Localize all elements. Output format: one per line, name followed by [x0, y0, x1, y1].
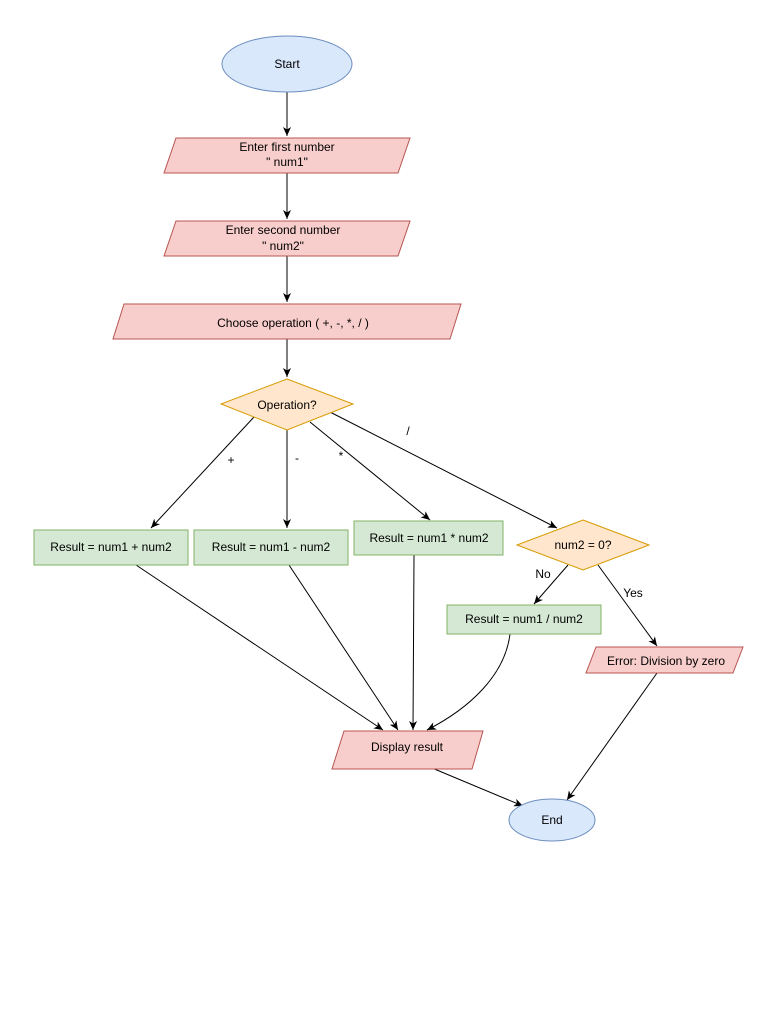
edge-add-to-display [135, 564, 384, 731]
edge-operation-to-add [150, 416, 255, 529]
result-sub-box [193, 529, 349, 566]
edge-error-to-end [566, 672, 658, 801]
display-result-label: Display result [371, 740, 444, 754]
node-result-div[interactable]: Result = num1 / num2 [446, 604, 602, 635]
node-result-sub[interactable]: Result = num1 - num2 [193, 529, 349, 566]
edge-label-plus: + [227, 453, 234, 467]
edge-label-yes: Yes [623, 586, 643, 600]
end-label: End [541, 813, 562, 827]
edge-operation-to-zerocheck [329, 411, 558, 529]
result-div-box [446, 604, 602, 635]
node-result-add[interactable]: Result = num1 + num2 [33, 529, 189, 566]
node-start[interactable]: Start [221, 35, 353, 93]
error-shape [585, 646, 744, 674]
enter-first-shape [163, 137, 411, 174]
edge-mul-to-display [409, 554, 418, 731]
enter-second-label-line1: Enter second number [226, 223, 341, 237]
node-choose-operation[interactable]: Choose operation ( +, -, *, / ) [112, 303, 462, 340]
result-sub-label: Result = num1 - num2 [212, 540, 331, 554]
start-label: Start [274, 57, 300, 71]
node-enter-first-number[interactable]: Enter first number " num1" [163, 137, 411, 174]
edge-operation-to-mul [309, 421, 431, 521]
display-result-shape [331, 730, 484, 770]
error-label: Error: Division by zero [607, 654, 725, 668]
node-error-division-by-zero[interactable]: Error: Division by zero [585, 646, 744, 674]
enter-first-label-line2: " num1" [266, 155, 308, 169]
zero-check-diamond [515, 519, 651, 571]
edge-label-times: * [339, 449, 344, 463]
node-end[interactable]: End [508, 798, 596, 842]
node-zero-check[interactable]: num2 = 0? [515, 519, 651, 571]
node-display-result[interactable]: Display result [331, 730, 484, 770]
enter-second-shape [163, 220, 411, 257]
edge-zerocheck-yes [597, 564, 658, 647]
edge-zerocheck-no [533, 564, 569, 605]
edge-label-no: No [535, 567, 551, 581]
edge-display-to-end [431, 767, 524, 807]
result-add-label: Result = num1 + num2 [50, 540, 172, 554]
edge-div-to-display [426, 633, 511, 731]
choose-operation-shape [112, 303, 462, 340]
end-oval [508, 798, 596, 842]
edge-sub-to-display [288, 564, 399, 731]
node-result-mul[interactable]: Result = num1 * num2 [353, 520, 504, 556]
result-add-box [33, 529, 189, 566]
node-operation-decision[interactable]: Operation? [219, 378, 355, 431]
result-div-label: Result = num1 / num2 [465, 612, 583, 626]
operation-label: Operation? [257, 398, 317, 412]
edges [135, 92, 658, 807]
start-oval [221, 35, 353, 93]
zero-check-label: num2 = 0? [554, 538, 611, 552]
enter-first-label-line1: Enter first number [239, 140, 334, 154]
operation-diamond [219, 378, 355, 431]
result-mul-label: Result = num1 * num2 [369, 531, 488, 545]
choose-operation-label: Choose operation ( +, -, *, / ) [217, 316, 369, 330]
enter-second-label-line2: " num2" [262, 239, 304, 253]
result-mul-box [353, 520, 504, 556]
node-enter-second-number[interactable]: Enter second number " num2" [163, 220, 411, 257]
edge-labels: + - * / No Yes [227, 424, 642, 600]
edge-label-divide: / [406, 424, 410, 438]
edge-label-minus: - [295, 451, 299, 465]
